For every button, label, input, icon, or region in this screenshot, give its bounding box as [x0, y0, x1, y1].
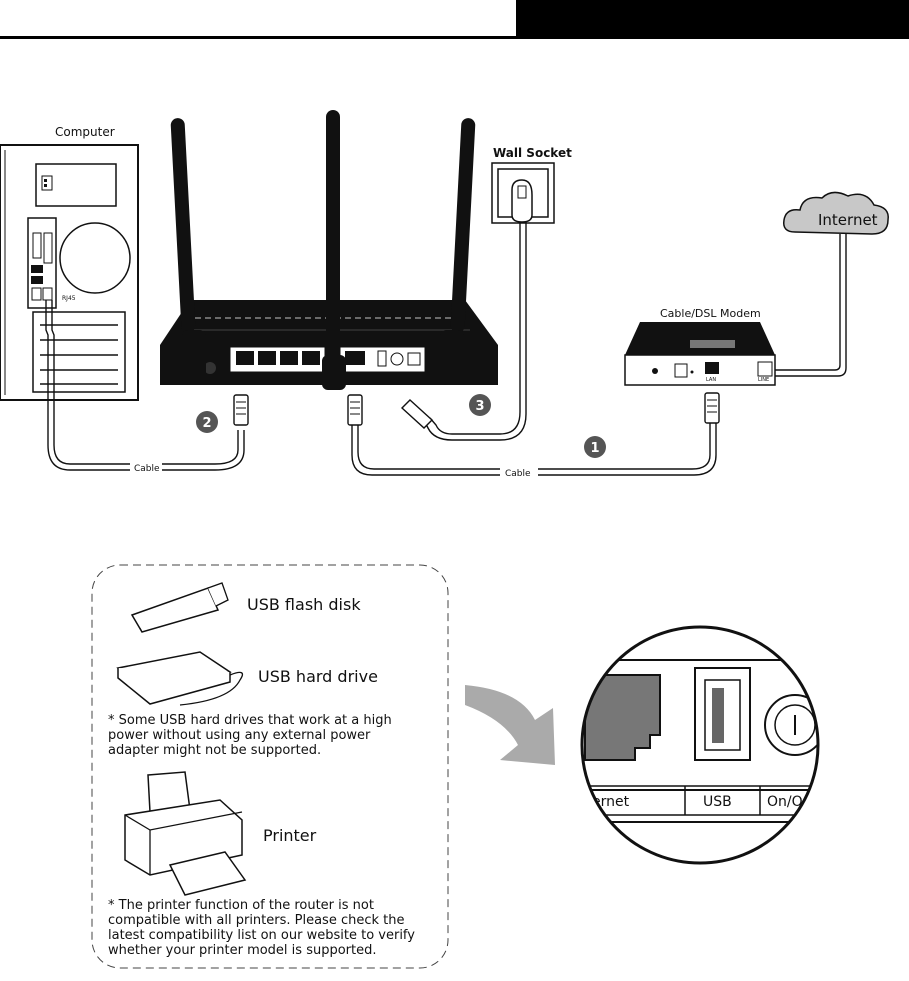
printer-illustration [124, 771, 247, 896]
modem-cable-label-bg [501, 466, 537, 479]
usb-hard-drive-label: USB hard drive [258, 667, 378, 686]
header-black-block [516, 0, 909, 37]
internet-line [775, 234, 847, 377]
modem-label: Cable/DSL Modem [660, 307, 761, 320]
power-plug [400, 399, 434, 429]
router [160, 110, 498, 390]
wall-socket [491, 162, 555, 224]
rj45-plug-1b [704, 392, 720, 424]
rj45-label: RJ45 [62, 295, 76, 302]
modem-cable-label: Cable [505, 469, 531, 479]
step-3-number: 3 [475, 399, 484, 414]
computer-label: Computer [55, 125, 115, 139]
modem [624, 322, 776, 386]
rj45-plug-1a [347, 394, 363, 426]
header-rule [0, 36, 909, 39]
zoom-label-internet: ernet [592, 794, 630, 810]
step-2-number: 2 [202, 416, 211, 431]
modem-line-label: LINE [758, 377, 769, 383]
step-1-number: 1 [590, 441, 599, 456]
printer-note: * The printer function of the router is … [108, 898, 415, 958]
rj45-plug-2 [233, 394, 249, 426]
modem-cable [351, 423, 717, 476]
modem-lan-label: LAN [706, 377, 716, 383]
power-cable [423, 222, 527, 441]
step-3-badge [469, 394, 491, 416]
zoom-arrow [465, 685, 555, 765]
wall-socket-label: Wall Socket [493, 146, 572, 160]
step-2-badge [196, 411, 218, 433]
header-bar [0, 0, 909, 40]
printer-label: Printer [263, 826, 317, 845]
usb-flash-disk-illustration [130, 582, 229, 633]
hard-drive-note: * Some USB hard drives that work at a hi… [108, 713, 392, 758]
usb-devices-panel [91, 564, 449, 969]
internet-label: Internet [818, 211, 878, 229]
step-1-badge [584, 436, 606, 458]
zoom-label-usb: USB [703, 794, 732, 810]
computer-tower [0, 144, 139, 401]
zoom-ports-view: ernet USB On/O [582, 627, 818, 863]
usb-hard-drive-illustration [116, 651, 244, 706]
zoom-circle [580, 625, 820, 865]
internet-cloud [782, 191, 889, 235]
usb-flash-disk-label: USB flash disk [247, 595, 361, 614]
computer-cable-label: Cable [134, 464, 160, 474]
computer-cable [45, 300, 245, 471]
computer-cable-label-bg [132, 461, 161, 474]
zoom-label-onoff: On/O [767, 794, 803, 810]
